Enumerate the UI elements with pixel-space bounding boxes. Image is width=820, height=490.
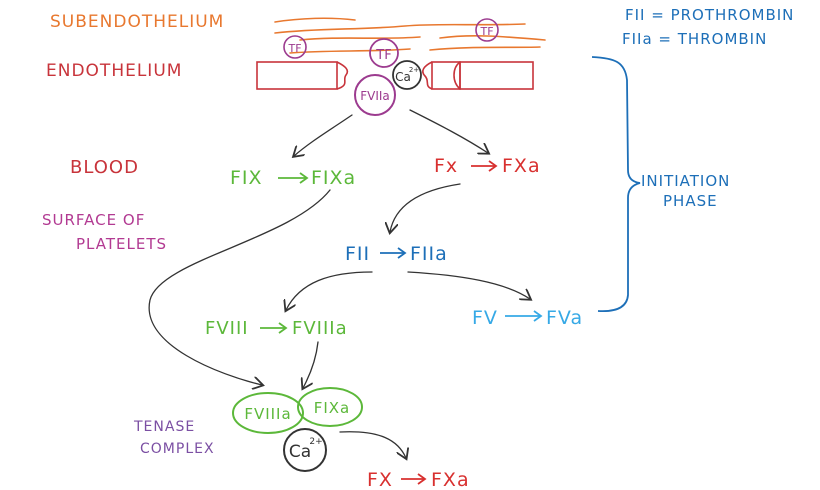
arrow-fiia-to-fv (407, 271, 530, 299)
arrowhead-fx-to-fxa (488, 160, 498, 172)
arrowhead-fviii-to-fviiia (278, 322, 288, 334)
arrow-fixa-to-complex (148, 189, 331, 385)
endothelium-label: ENDOTHELIUM (46, 61, 182, 81)
fviii-label: FVIII (205, 318, 249, 339)
arrow-fviia-to-fix (294, 114, 353, 156)
ca-top-sup: 2+ (409, 66, 419, 74)
tf-circle-1: TF (283, 35, 307, 59)
arrowhead-fix-to-fixa (299, 172, 309, 184)
platelets-label-line2: PLATELETS (76, 235, 167, 253)
legend-fii: FII = PROTHROMBIN (625, 6, 794, 24)
pathway-arrows (148, 109, 530, 458)
fxa-bottom-label: FXa (431, 469, 470, 490)
fviia-circle: FVIIa (354, 74, 396, 116)
complex-fixa-ellipse: FIXa (297, 387, 363, 427)
arrow-fviia-to-fx (409, 109, 488, 153)
fiia-label: FIIa (410, 243, 448, 265)
fx-label: Fx (434, 155, 458, 177)
fva-label: FVa (546, 307, 583, 329)
fxa-label: FXa (502, 155, 541, 177)
ca-bottom-circle: Ca 2+ (283, 428, 327, 472)
tf-circle-3: TF (475, 18, 499, 42)
arrowhead-fv-to-fva (533, 310, 543, 322)
arrowhead-fii-to-fiia (397, 247, 407, 259)
blood-label: BLOOD (70, 157, 139, 178)
fix-label: FIX (230, 167, 263, 189)
complex-fviiia-ellipse: FVIIIa (232, 392, 304, 434)
complex-fixa-label: FIXa (314, 399, 351, 417)
tf-label-1: TF (287, 42, 301, 55)
tenase-label-line2: COMPLEX (140, 441, 215, 457)
subendothelium-fibers (274, 17, 546, 54)
platelets-label-line1: SURFACE OF (42, 211, 145, 229)
tenase-label-line1: TENASE (133, 419, 195, 435)
arrow-fxa-to-fii (390, 183, 461, 232)
fv-label: FV (472, 307, 498, 329)
fii-label: FII (345, 243, 370, 265)
arrow-fiia-to-fviii (286, 271, 373, 310)
ca-top-circle: Ca 2+ (392, 60, 422, 90)
legend-fiia: FIIa = THROMBIN (622, 30, 767, 48)
tf-circle-2: TF (369, 38, 399, 68)
ca-bottom-sup: 2+ (309, 437, 322, 447)
initiation-phase-bracket (591, 56, 641, 313)
phase-label-line2: PHASE (663, 192, 718, 210)
fviia-label: FVIIa (360, 89, 390, 103)
fixa-label: FIXa (311, 167, 356, 189)
ca-top-label: Ca (395, 70, 411, 84)
endothelium-cells (256, 61, 534, 90)
arrow-complex-to-fx (339, 431, 406, 458)
tf-label-2: TF (375, 48, 391, 63)
subendothelium-label: SUBENDOTHELIUM (50, 12, 224, 32)
phase-label-line1: INITIATION (641, 172, 730, 190)
complex-fviiia-label: FVIIIa (244, 405, 291, 423)
arrow-fviiia-to-complex (303, 341, 319, 388)
tf-label-3: TF (479, 25, 493, 38)
fviiia-label: FVIIIa (292, 318, 348, 339)
ca-bottom-label: Ca (289, 442, 311, 462)
arrowhead-fx-bottom-to-fxa (417, 473, 427, 485)
fx-bottom-label: FX (367, 469, 393, 490)
